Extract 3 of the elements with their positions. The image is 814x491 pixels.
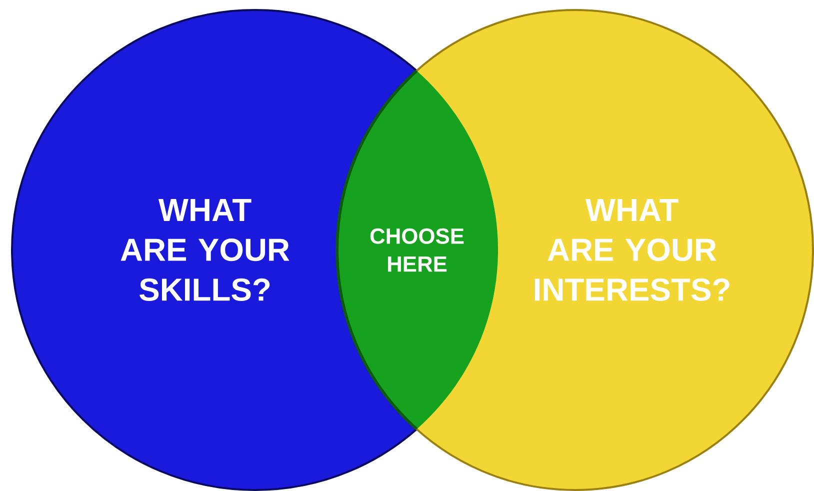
circle-label: WHAT ARE YOUR SKILLS? xyxy=(120,199,290,301)
circle-label: WHAT ARE YOUR INTERESTS? xyxy=(534,199,730,301)
lens-label: CHOOSE HERE xyxy=(370,228,464,272)
